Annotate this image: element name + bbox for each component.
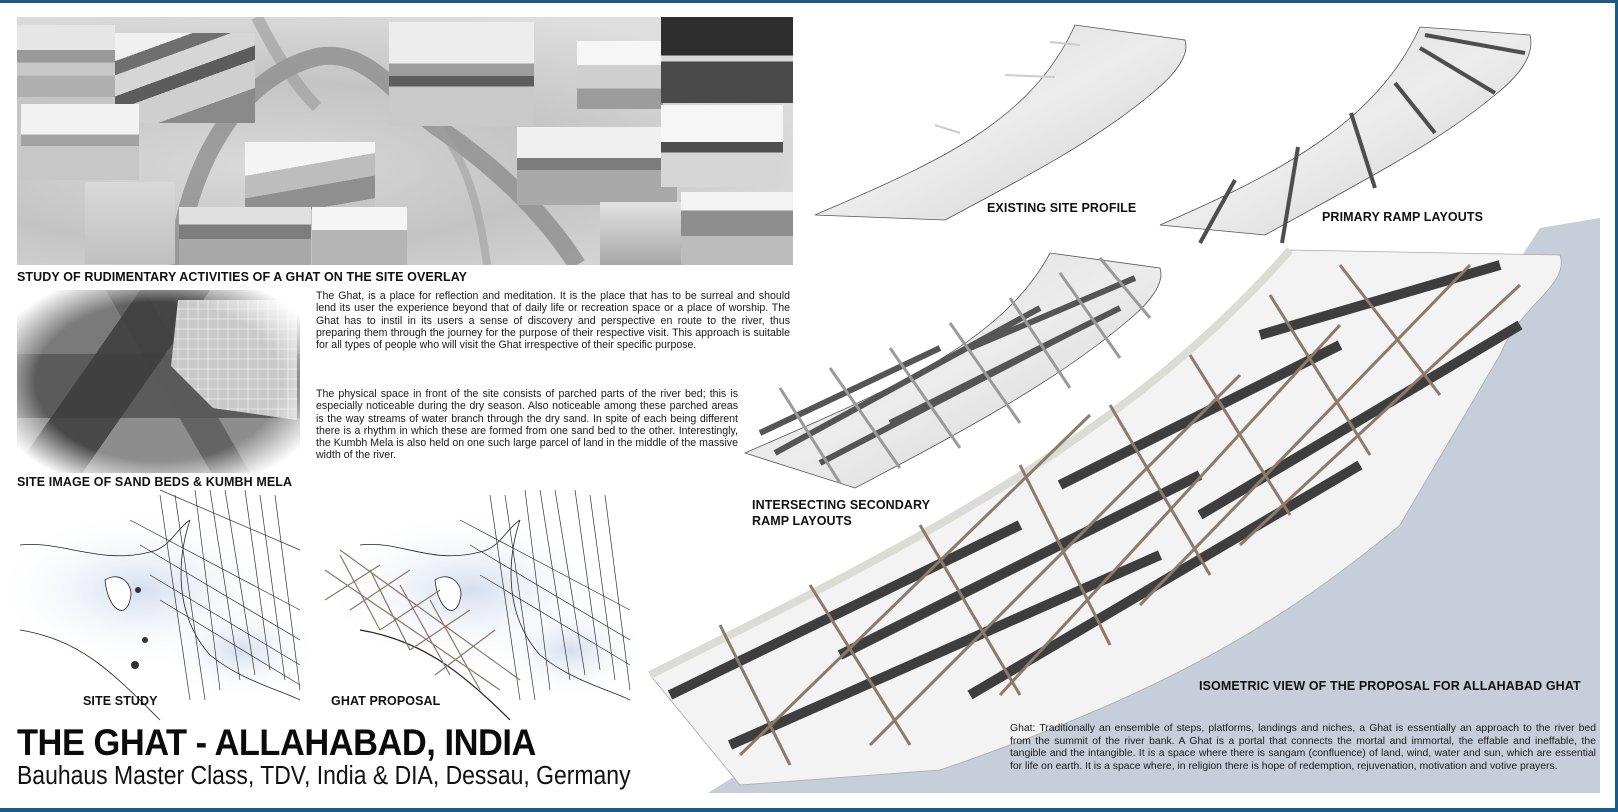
frame-border-bottom (0, 808, 1618, 812)
caption-collage: STUDY OF RUDIMENTARY ACTIVITIES OF A GHA… (17, 270, 468, 284)
intro-paragraph: The Ghat, is a place for reflection and … (316, 290, 790, 352)
caption-primary-ramps: PRIMARY RAMP LAYOUTS (1322, 210, 1484, 224)
photo-worshippers-river (577, 41, 663, 109)
photo-promenade (21, 104, 139, 180)
photo-crowded-ghat (681, 192, 793, 265)
site-study-sketch (0, 489, 320, 721)
primary-ramp-layouts-render (1159, 26, 1532, 244)
city-grid (171, 300, 297, 420)
activities-photo-collage (17, 17, 793, 265)
photo-bathers-silhouette (389, 22, 534, 126)
physical-space-paragraph: The physical space in front of the site … (316, 388, 738, 462)
frame-border-right (1615, 0, 1618, 812)
photo-man-reading (85, 182, 175, 264)
board-title: THE GHAT - ALLAHABAD, INDIA (17, 722, 536, 763)
caption-aerial: SITE IMAGE OF SAND BEDS & KUMBH MELA (17, 475, 293, 489)
ghat-proposal-sketch (320, 489, 650, 721)
photo-ghat-riverfront (17, 25, 115, 97)
aerial-site-image (17, 290, 300, 473)
caption-site-study: SITE STUDY (83, 694, 158, 708)
board-subtitle: Bauhaus Master Class, TDV, India & DIA, … (17, 762, 631, 790)
photo-umbrella-platform (661, 105, 783, 187)
ghat-definition-paragraph: Ghat: Traditionally an ensemble of steps… (1010, 723, 1596, 773)
photo-steps-people (600, 202, 685, 265)
caption-isometric: ISOMETRIC VIEW OF THE PROPOSAL FOR ALLAH… (1199, 679, 1581, 693)
photo-night-lights (661, 17, 793, 103)
caption-existing-profile: EXISTING SITE PROFILE (987, 201, 1137, 215)
caption-secondary-ramps-line1: INTERSECTING SECONDARY (752, 498, 931, 512)
caption-secondary-ramps-line2: RAMP LAYOUTS (752, 514, 852, 528)
existing-site-profile-render (814, 24, 1187, 221)
frame-border-top (0, 0, 1618, 3)
secondary-ramp-layouts-render (743, 252, 1162, 489)
photo-platform-umbrella (179, 207, 311, 265)
photo-boats-water (517, 127, 677, 205)
isometric-proposal-render (648, 247, 1562, 786)
caption-ghat-proposal: GHAT PROPOSAL (331, 694, 441, 708)
photo-riverbank (312, 207, 407, 265)
